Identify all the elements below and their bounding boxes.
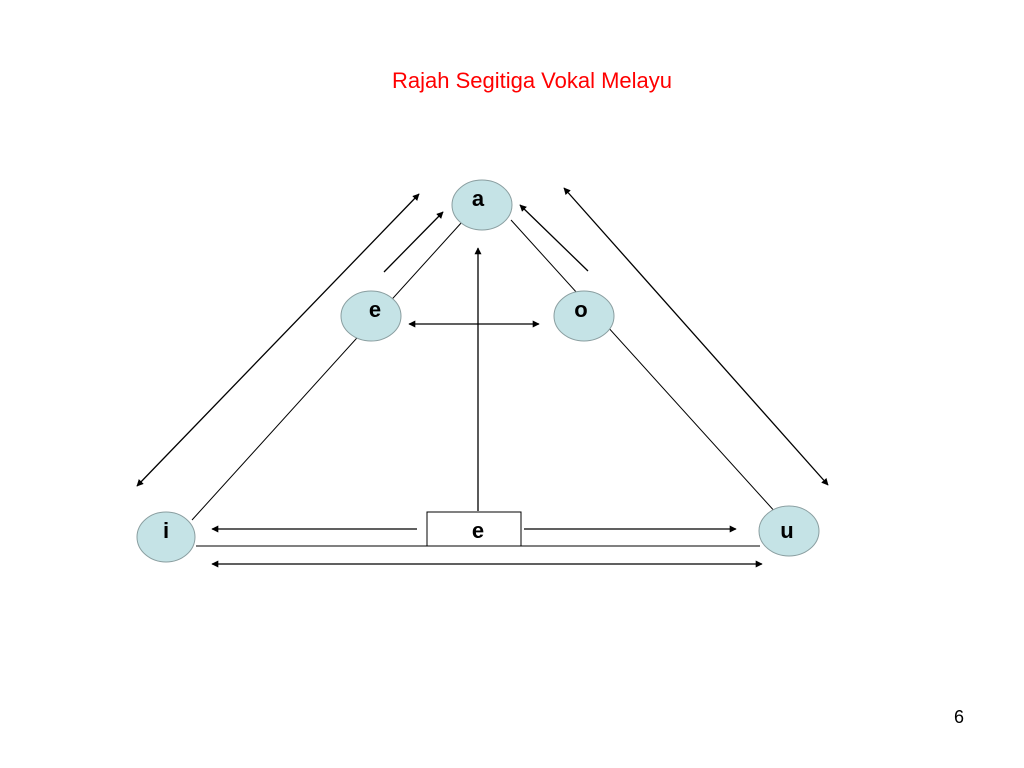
vowel-node-e-upper: e [340, 290, 402, 342]
vowel-node-o: o [553, 290, 615, 342]
vowel-node-a: a [451, 179, 513, 231]
vowel-label-i: i [163, 518, 169, 543]
line-a-to-u [510, 219, 778, 515]
slide-title: Rajah Segitiga Vokal Melayu [391, 68, 673, 93]
vowel-label-u: u [780, 518, 793, 543]
vowel-label-o: o [574, 297, 587, 322]
vowel-label-a: a [472, 186, 485, 211]
line-i-to-a [191, 221, 463, 521]
vowel-node-i: i [136, 511, 196, 563]
arrow-right-outer [563, 187, 829, 486]
arrow-o-to-a [519, 204, 589, 272]
vowel-label-e-upper: e [369, 297, 381, 322]
arrow-e-to-a [383, 211, 444, 273]
vowel-label-e-center: e [472, 518, 484, 543]
arrow-left-outer [136, 193, 420, 487]
page-number: 6 [953, 707, 964, 727]
vowel-box-e-center: e [426, 511, 522, 547]
vowel-node-u: u [758, 505, 820, 557]
